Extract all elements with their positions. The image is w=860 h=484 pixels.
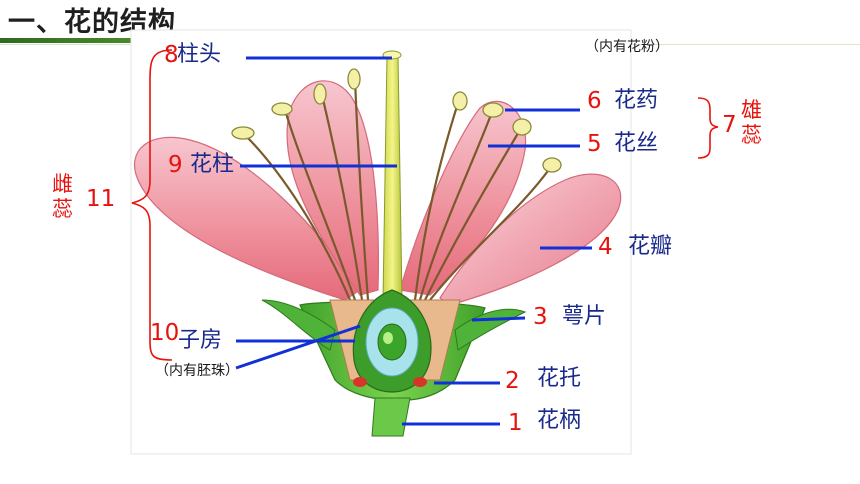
label-6-number: 6 — [587, 88, 602, 114]
label-4-petal: 花瓣 — [628, 234, 673, 259]
label-7-stamen: 雄蕊 — [741, 98, 762, 147]
label-8-number: 8 — [164, 42, 179, 68]
label-9-number: 9 — [168, 152, 183, 178]
ovary-note: （内有胚珠） — [155, 363, 239, 379]
left-sepal — [261, 299, 336, 351]
leader-lines — [235, 56, 592, 426]
ovule-highlight — [383, 332, 393, 344]
label-2-receptacle: 花托 — [537, 366, 582, 391]
label-1-number: 1 — [508, 410, 523, 436]
ovule — [377, 323, 407, 361]
label-7-number: 7 — [722, 112, 737, 138]
label-5-filament: 花丝 — [614, 131, 659, 156]
label-2-number: 2 — [505, 368, 520, 394]
leader-sepal — [471, 316, 526, 322]
label-3-number: 3 — [533, 304, 548, 330]
anthers — [231, 68, 562, 173]
label-4-number: 4 — [598, 234, 613, 260]
title-underline — [0, 38, 196, 43]
label-3-sepal: 萼片 — [562, 304, 607, 329]
label-9-style: 花柱 — [190, 152, 235, 177]
label-10-ovary: 子房 — [178, 328, 223, 353]
label-5-number: 5 — [587, 131, 602, 157]
leader-ovule — [235, 324, 361, 370]
flower-stalk — [371, 397, 411, 437]
label-10-number: 10 — [150, 320, 180, 346]
anther-note: （内有花粉） — [585, 39, 669, 55]
back-petal-left — [286, 80, 379, 296]
filaments — [244, 79, 551, 301]
nectary-left — [353, 377, 367, 387]
stamen-bracket — [697, 97, 719, 159]
label-8-stigma: 柱头 — [177, 42, 222, 67]
label-11-pistil: 雌蕊 — [52, 172, 73, 221]
pistil-bracket — [131, 49, 173, 361]
nectary-right — [413, 377, 427, 387]
label-11-number: 11 — [86, 186, 116, 212]
label-1-stalk: 花柄 — [537, 408, 582, 433]
left-petal — [133, 136, 361, 301]
label-6-anther: 花药 — [614, 88, 659, 113]
